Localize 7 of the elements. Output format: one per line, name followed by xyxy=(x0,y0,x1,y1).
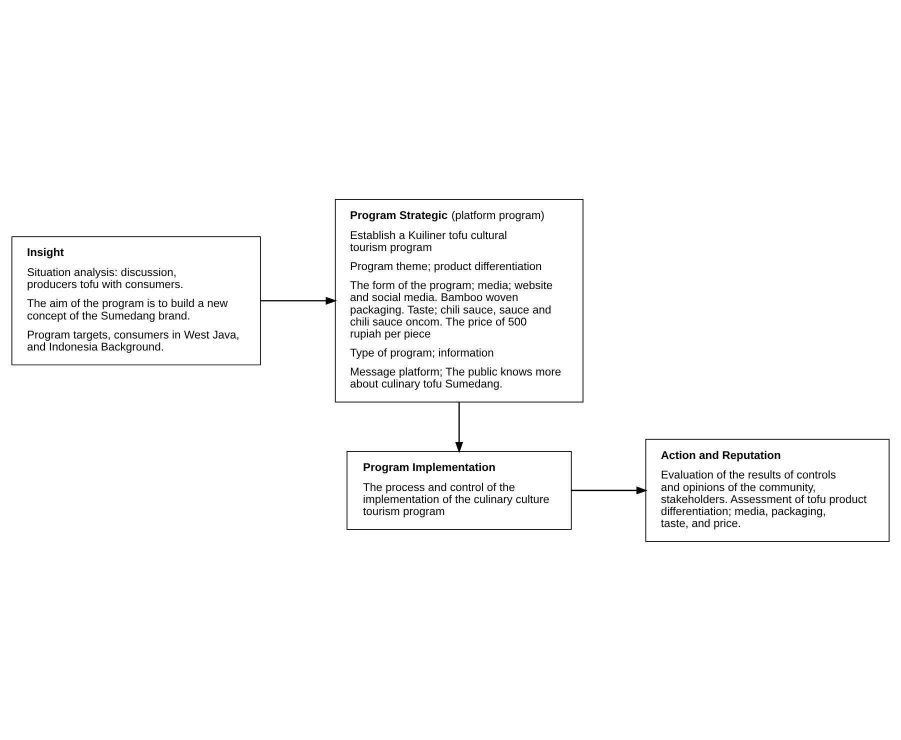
arrow xyxy=(260,296,338,304)
node-box: Program Strategic (platform program) Establish a Kuiliner tofu cultural tourism program Program theme; product differentiation The form of the program; media; website and social media. Bamboo woven packaging. Taste; chili sauce, sauce and chili sauce oncom. The price of 500 rupiah per piece Type of program; information Message platform; The public knows more about culinary tofu Sumedang. xyxy=(334,198,584,402)
arrow xyxy=(455,402,464,453)
node-box: Program Implementation The process and control of the implementation of the culinary culture tourism program xyxy=(346,450,572,530)
node-box: Insight Situation analysis: discussion, producers tofu with consumers. The aim of the program is to build a new concept of the Sumedang brand. Program targets, consumers in West Java, and Indonesia Background. xyxy=(11,236,261,365)
node-box: Action and Reputation Evaluation of the results of controls and opinions of the community, stakeholders. Assessment of tofu product differentiation; media, packaging, taste, and price. xyxy=(645,438,890,542)
arrow xyxy=(571,486,648,494)
